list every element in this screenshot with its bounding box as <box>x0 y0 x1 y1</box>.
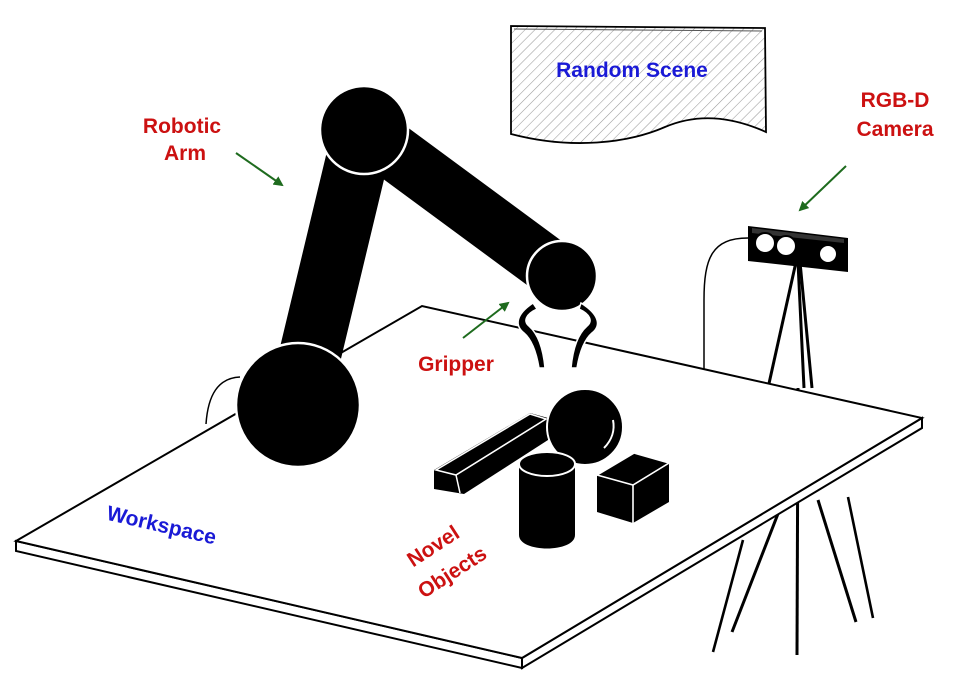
label-rgbd-camera-line2: Camera <box>856 118 933 141</box>
label-robotic-arm-line1: Robotic <box>143 115 221 138</box>
label-random-scene: Random Scene <box>556 59 708 82</box>
rgbd-camera <box>748 226 848 272</box>
pointer-arrows <box>235 152 847 339</box>
label-robotic-arm-line2: Arm <box>164 142 206 165</box>
label-rgbd-camera-line1: RGB-D <box>861 89 930 112</box>
label-gripper: Gripper <box>418 353 494 376</box>
random-scene-card <box>510 25 767 144</box>
arrow-rgbd-camera <box>798 165 847 212</box>
arrow-robotic-arm <box>235 152 284 187</box>
robotic-arm <box>234 84 599 469</box>
object-cube <box>594 452 671 523</box>
camera-cable <box>703 237 749 372</box>
object-cylinder <box>518 451 576 549</box>
object-sphere <box>546 388 624 466</box>
gripper <box>517 301 599 369</box>
arm-cable <box>205 376 241 425</box>
table-legs <box>711 496 875 653</box>
arrow-gripper <box>462 301 510 339</box>
novel-objects <box>433 388 671 549</box>
